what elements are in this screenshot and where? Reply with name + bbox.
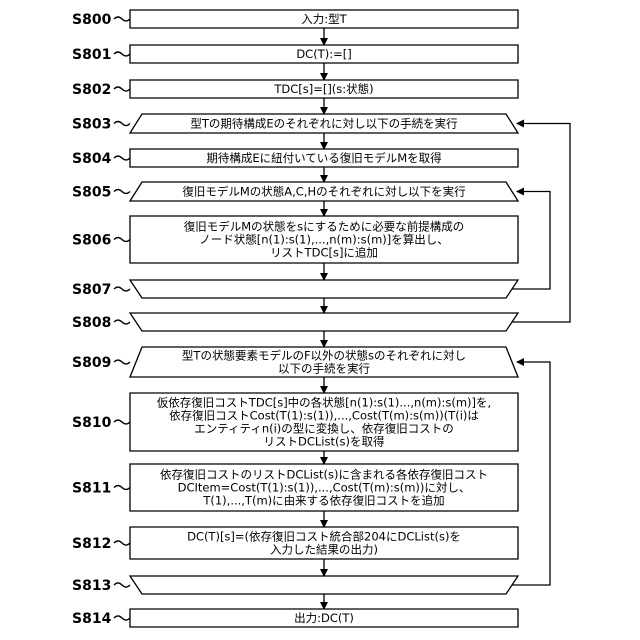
step-text: 仮依存復旧コストTDC[s]中の各状態[n(1):s(1)...,n(m):s(… bbox=[157, 396, 491, 410]
step-text: 出力:DC(T) bbox=[294, 611, 354, 625]
leader-line bbox=[114, 616, 130, 620]
loop-end-box bbox=[130, 313, 518, 331]
step-text: 復旧モデルMの状態をsにするために必要な前提構成の bbox=[184, 220, 465, 234]
step-text: 以下の手続を実行 bbox=[278, 362, 370, 376]
step-text: 依存復旧コストCost(T(1):s(1)),...,Cost(T(m):s(m… bbox=[169, 409, 479, 423]
step-text: DCItem=Cost(T(1):s(1)),...,Cost(T(m):s(m… bbox=[178, 481, 471, 495]
leader-line bbox=[114, 360, 130, 364]
step-text: リストDCList(s)を取得 bbox=[264, 435, 385, 449]
step-s805: S805 復旧モデルMの状態A,C,Hのそれぞれに対し以下を実行 bbox=[72, 182, 518, 201]
step-s803: S803 型Tの期待構成Eのそれぞれに対し以下の手続を実行 bbox=[72, 114, 518, 133]
step-s812: S812 DC(T)[s]=(依存復旧コスト統合部204にDCList(s)を入力… bbox=[72, 527, 518, 559]
step-text: エンティティn(i)の型に変換し、依存復旧コストの bbox=[194, 422, 454, 436]
loop-back-arrow bbox=[512, 124, 570, 323]
step-text: 期待構成Eに紐付いている復旧モデルMを取得 bbox=[206, 151, 441, 165]
leader-line bbox=[114, 17, 130, 21]
step-text: 型Tの期待構成Eのそれぞれに対し以下の手続を実行 bbox=[190, 117, 457, 131]
step-label: S806 bbox=[72, 233, 111, 249]
leader-line bbox=[114, 87, 130, 91]
flow-steps: S800 入力:型T S801 DC(T):=[] S802 TDC[s]=[](s:状態… bbox=[72, 10, 518, 627]
step-s806: S806 復旧モデルMの状態をsにするために必要な前提構成のノード状態[n(1):… bbox=[72, 216, 518, 263]
step-label: S808 bbox=[72, 315, 111, 331]
step-s802: S802 TDC[s]=[](s:状態) bbox=[72, 80, 518, 98]
step-text: 依存復旧コストのリストDCList(s)に含まれる各依存復旧コスト bbox=[160, 468, 488, 482]
step-label: S809 bbox=[72, 355, 111, 371]
step-label: S800 bbox=[72, 12, 112, 28]
step-label: S814 bbox=[72, 611, 112, 627]
step-text: TDC[s]=[](s:状態) bbox=[273, 82, 373, 96]
step-text: DC(T)[s]=(依存復旧コスト統合部204にDCList(s)を bbox=[187, 530, 461, 544]
leader-line bbox=[114, 541, 130, 545]
step-label: S804 bbox=[72, 151, 112, 167]
step-s808: S808 bbox=[72, 313, 518, 331]
step-s811: S811 依存復旧コストのリストDCList(s)に含まれる各依存復旧コストDCI… bbox=[72, 464, 518, 511]
leader-line bbox=[114, 486, 130, 490]
step-s801: S801 DC(T):=[] bbox=[72, 45, 518, 63]
step-s807: S807 bbox=[72, 280, 518, 298]
step-label: S805 bbox=[72, 185, 111, 201]
step-s810: S810 仮依存復旧コストTDC[s]中の各状態[n(1):s(1)...,n(m… bbox=[72, 393, 518, 451]
loop-end-box bbox=[130, 280, 518, 298]
step-text: 入力した結果の出力) bbox=[270, 543, 378, 557]
step-label: S812 bbox=[72, 536, 111, 552]
leader-line bbox=[114, 287, 130, 291]
step-s814: S814 出力:DC(T) bbox=[72, 609, 518, 627]
leader-line bbox=[114, 122, 130, 126]
step-label: S811 bbox=[72, 481, 111, 497]
leader-line bbox=[114, 420, 130, 424]
step-s813: S813 bbox=[72, 576, 518, 594]
step-text: ノード状態[n(1):s(1),...,n(m):s(m)]を算出し、 bbox=[199, 233, 449, 247]
step-text: リストTDC[s]に追加 bbox=[270, 246, 378, 260]
loop-end-box bbox=[130, 576, 518, 594]
step-label: S807 bbox=[72, 282, 111, 298]
step-label: S801 bbox=[72, 47, 111, 63]
step-s800: S800 入力:型T bbox=[72, 10, 518, 28]
step-label: S802 bbox=[72, 82, 111, 98]
leader-line bbox=[114, 320, 130, 324]
step-label: S810 bbox=[72, 415, 112, 431]
step-label: S813 bbox=[72, 578, 111, 594]
leader-line bbox=[114, 190, 130, 194]
step-text: 入力:型T bbox=[301, 12, 347, 26]
step-text: T(1),...,T(m)に由来する依存復旧コストを追加 bbox=[202, 494, 444, 508]
step-label: S803 bbox=[72, 117, 111, 133]
step-text: 型Tの状態要素モデルのF以外の状態sのそれぞれに対し bbox=[182, 349, 466, 363]
leader-line bbox=[114, 52, 130, 56]
step-s804: S804 期待構成Eに紐付いている復旧モデルMを取得 bbox=[72, 149, 518, 167]
leader-line bbox=[114, 583, 130, 587]
leader-line bbox=[114, 238, 130, 242]
leader-line bbox=[114, 156, 130, 160]
step-s809: S809 型Tの状態要素モデルのF以外の状態sのそれぞれに対し以下の手続を実行 bbox=[72, 347, 518, 377]
step-text: 復旧モデルMの状態A,C,Hのそれぞれに対し以下を実行 bbox=[182, 185, 465, 199]
step-text: DC(T):=[] bbox=[296, 47, 351, 61]
